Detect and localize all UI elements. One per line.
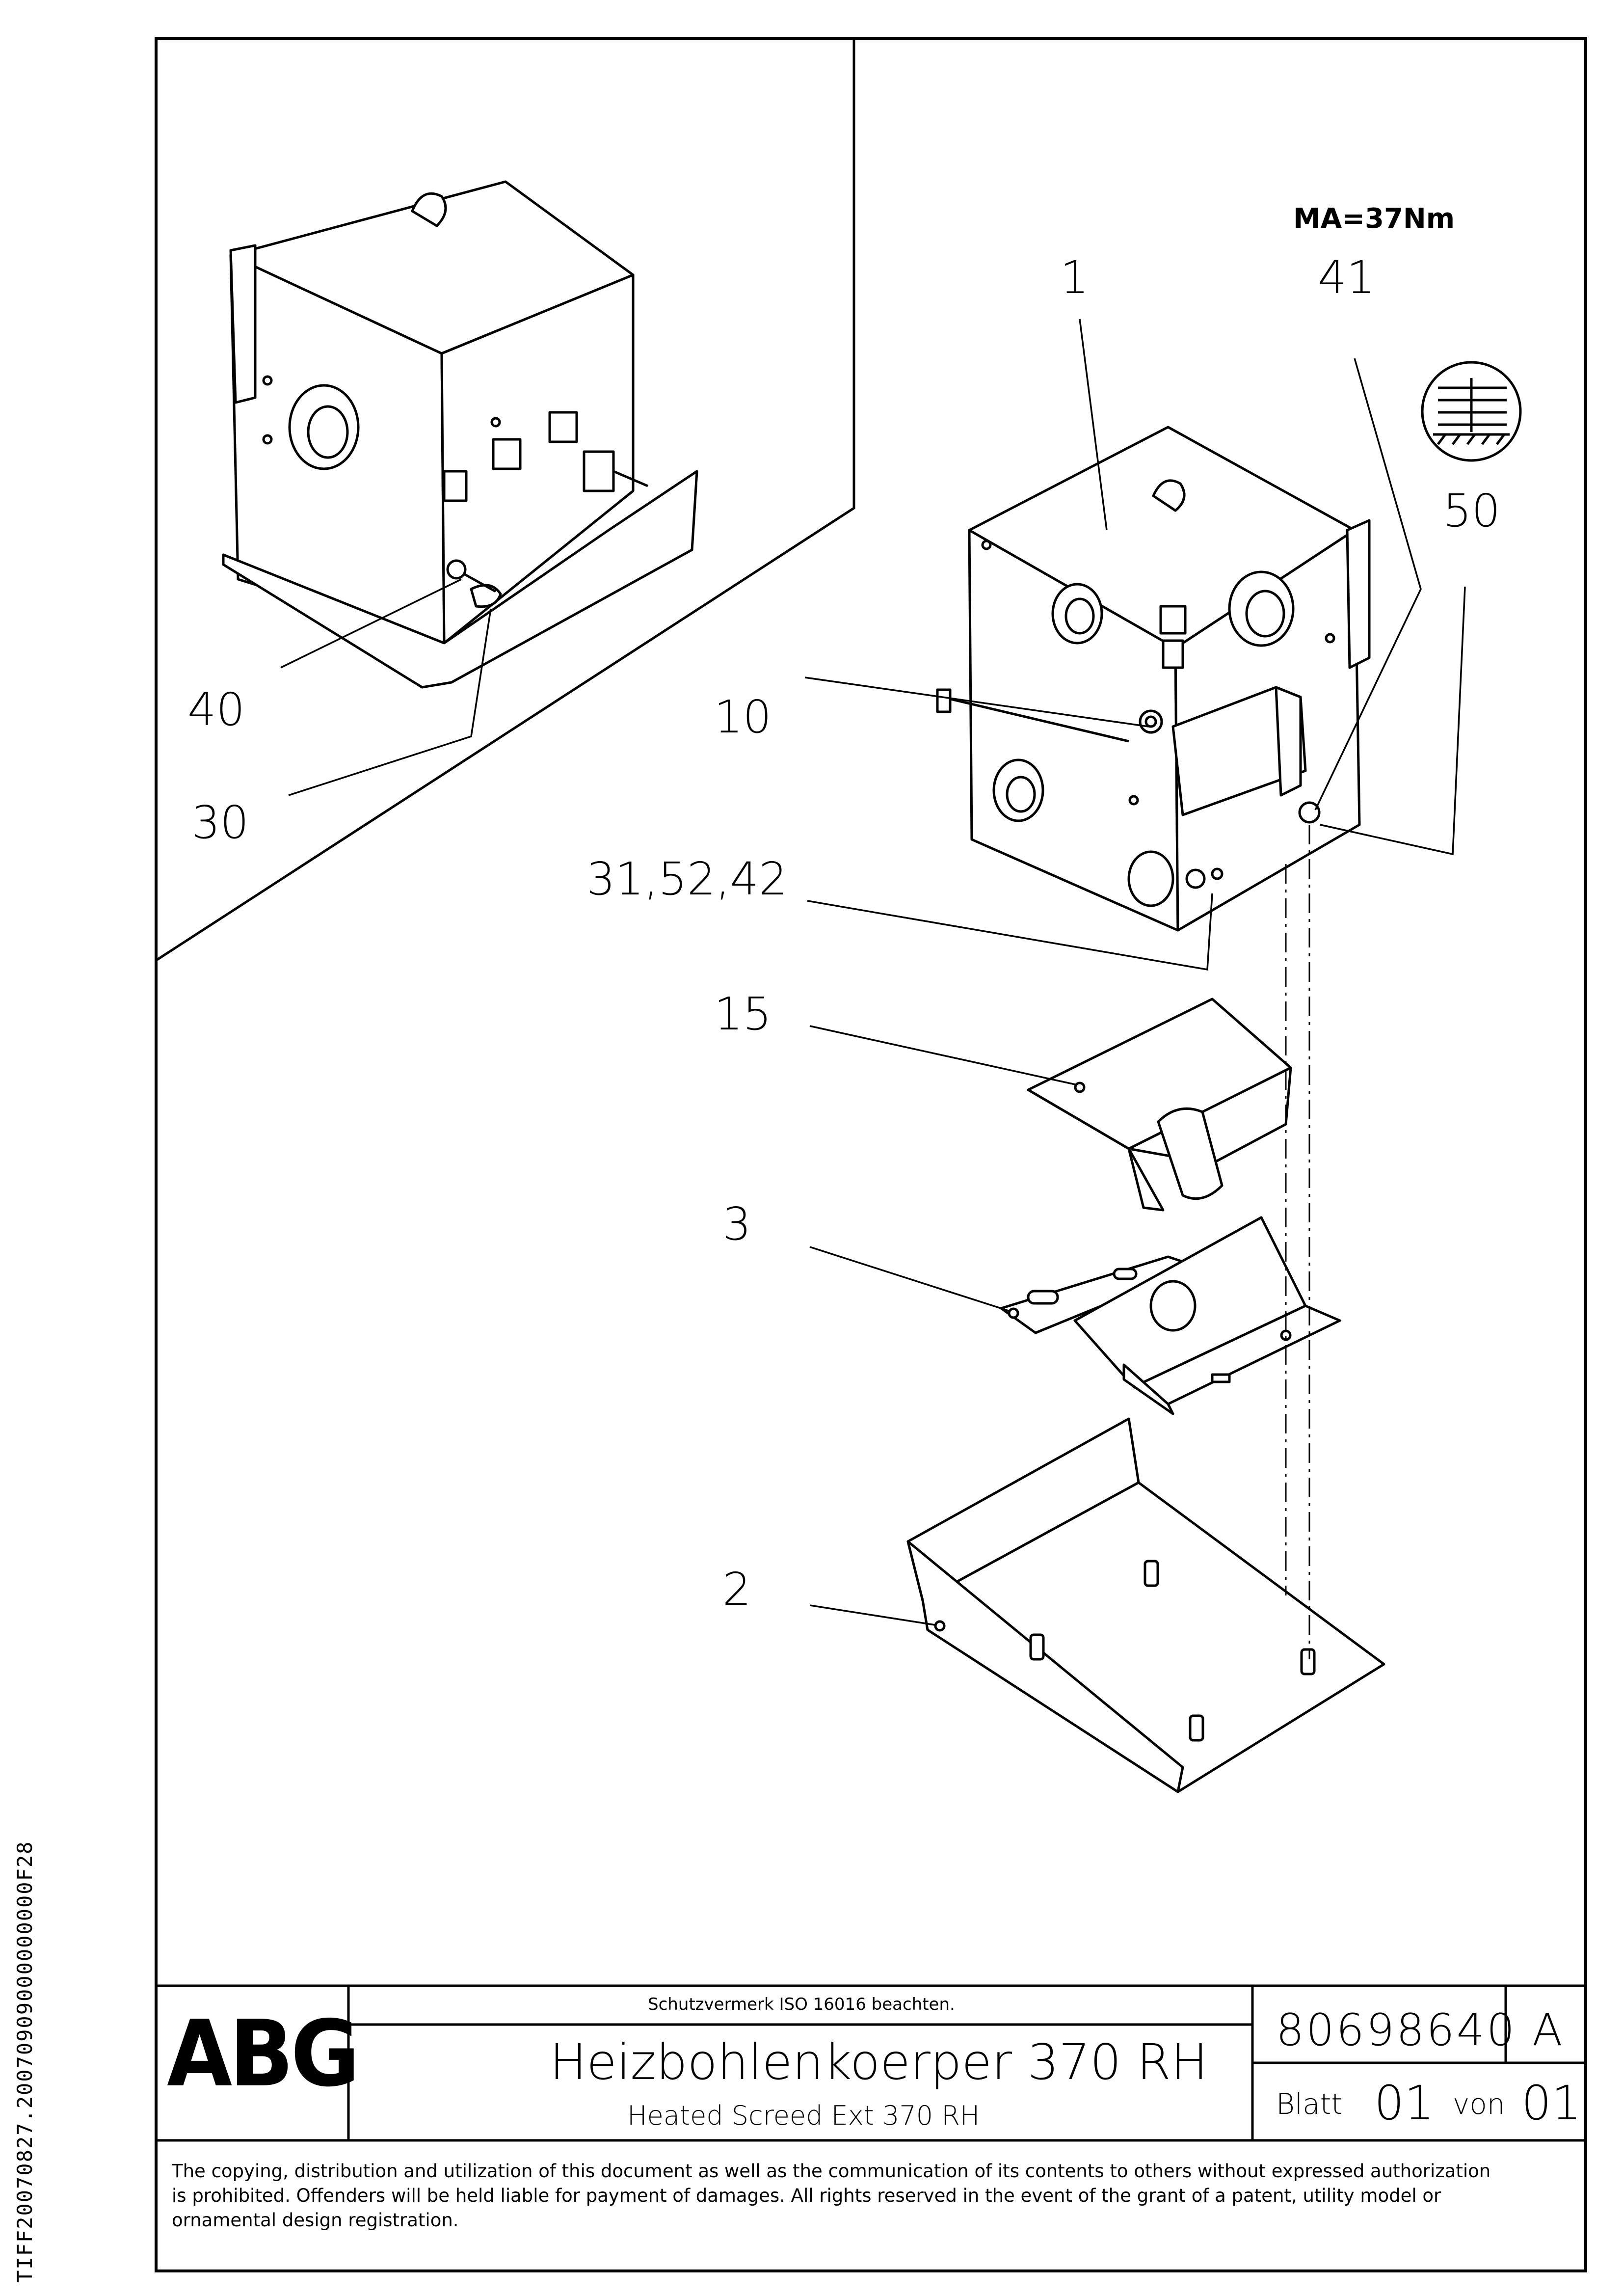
- sheet-label: Blatt: [1276, 2087, 1343, 2121]
- screed-body-housing: [936, 426, 1371, 932]
- copyright-line: The copying, distribution and utilizatio…: [172, 2161, 1491, 2182]
- sheet-number: 01: [1374, 2076, 1435, 2131]
- sheet-total: 01: [1521, 2076, 1582, 2131]
- callout-label: 3: [722, 1198, 751, 1250]
- callout-label: 2: [722, 1563, 751, 1616]
- callout-label: 50: [1443, 485, 1501, 537]
- callout-leader-lines: [280, 319, 1466, 1626]
- callout-label: 10: [714, 691, 772, 743]
- detail-housing: [222, 180, 698, 689]
- drawing-title-de: Heizbohlenkoerper 370 RH: [550, 2033, 1208, 2091]
- detail-view-border: [156, 39, 855, 961]
- drawing-frame: [155, 37, 1587, 2272]
- copyright-notice: The copying, distribution and utilizatio…: [172, 2159, 1585, 2233]
- copyright-line: ornamental design registration.: [172, 2210, 459, 2231]
- revision: A: [1532, 2004, 1563, 2056]
- callout-label: 41: [1318, 251, 1376, 304]
- torque-spec: MA=37Nm: [1293, 203, 1455, 235]
- copyright-line: is prohibited. Offenders will be held li…: [172, 2185, 1441, 2206]
- part-3-bracket: [1000, 1216, 1341, 1415]
- document-number: 80698640: [1276, 2004, 1517, 2056]
- protection-note: Schutzvermerk ISO 16016 beachten.: [648, 1995, 955, 2014]
- part-2-base-plate: [906, 1417, 1385, 1793]
- drawing-title-en: Heated Screed Ext 370 RH: [627, 2100, 980, 2131]
- alignment-centerlines: [1285, 825, 1310, 1659]
- callout-label: 31,52,42: [586, 853, 788, 905]
- callout-label: 30: [191, 796, 249, 849]
- side-archive-code: TIFF20070827.20070909000000000F28: [13, 1840, 37, 2283]
- part-15-cover: [1027, 998, 1292, 1212]
- disc-spring-symbol-icon: [1421, 361, 1522, 462]
- callout-label: 1: [1060, 251, 1089, 304]
- title-block-grid: [157, 1984, 1585, 2142]
- callout-label: 40: [187, 683, 245, 736]
- sheet-of-label: von: [1453, 2087, 1505, 2121]
- abg-logo: ABG: [167, 2000, 360, 2107]
- callout-label: 15: [714, 988, 772, 1040]
